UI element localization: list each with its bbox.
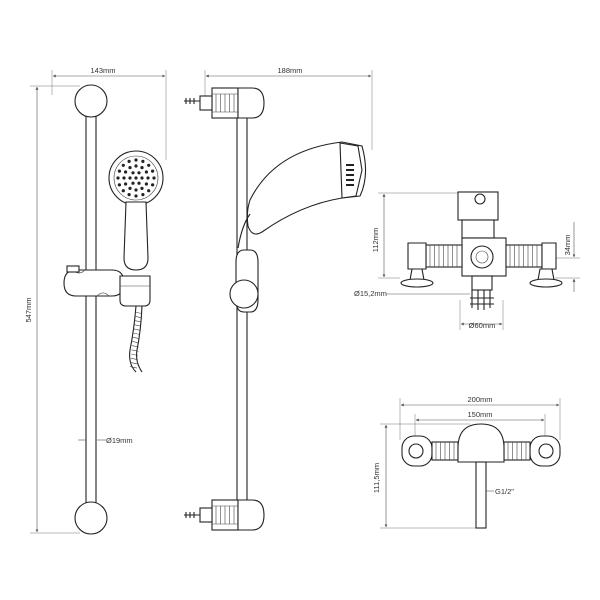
side-nozzle — [346, 179, 354, 181]
hose-tick — [129, 366, 138, 369]
dim-kit-width: 143mm — [90, 66, 115, 75]
handset-cradle — [119, 275, 151, 307]
dim-rail-diameter: Ø19mm — [106, 436, 133, 445]
hose-tick — [133, 324, 141, 327]
nozzle-dot — [147, 189, 151, 193]
nozzle-dot — [127, 193, 131, 197]
bottom-bracket-side — [184, 499, 265, 531]
hose-tick — [133, 332, 140, 335]
side-view: 188mm — [184, 66, 373, 531]
nozzle-dot — [128, 186, 132, 190]
hose-tick — [134, 315, 142, 318]
nozzle-dot — [117, 169, 121, 173]
shower-hose — [129, 305, 143, 373]
nozzle-dot — [131, 171, 135, 175]
nozzle-dot — [144, 182, 148, 186]
dim-valve-depth: 111,5mm — [372, 463, 381, 493]
dim-body-diameter: Ø60mm — [469, 321, 496, 330]
dim-kit-depth: 188mm — [277, 66, 302, 75]
hose-tick — [130, 362, 138, 365]
nozzle-dot — [147, 163, 151, 167]
hose-tick — [134, 320, 141, 323]
valve-front-view: 112mm 34mm Ø15,2mm — [354, 191, 580, 330]
top-bracket-side — [184, 87, 265, 119]
outlet-pipe — [475, 461, 487, 529]
nozzle-dot — [134, 188, 138, 192]
bottom-wall-bracket — [74, 501, 108, 535]
spray-nozzles — [116, 158, 156, 198]
nozzle-dot — [124, 182, 128, 186]
nozzle-dot — [146, 176, 150, 180]
dim-centres: 150mm — [467, 410, 492, 419]
nozzle-dot — [141, 193, 145, 197]
nozzle-dot — [151, 169, 155, 173]
handset-side — [246, 141, 367, 235]
hose-tick — [134, 311, 142, 314]
hose-tick — [132, 336, 140, 339]
nozzle-dot — [124, 170, 128, 174]
side-nozzle — [346, 169, 354, 171]
hose-tick — [130, 357, 138, 360]
nozzle-dot — [151, 183, 155, 187]
dim-rail-height: 547mm — [24, 297, 33, 322]
nozzle-dot — [128, 176, 132, 180]
nozzle-dot — [134, 158, 138, 162]
valve-body-top — [457, 423, 505, 463]
nozzle-dot — [137, 181, 141, 185]
side-nozzles — [346, 164, 354, 186]
nozzle-dot — [116, 176, 120, 180]
hose-tick — [133, 328, 141, 331]
nozzle-dot — [140, 176, 144, 180]
nozzle-dot — [152, 176, 156, 180]
nozzle-dot — [121, 189, 125, 193]
nozzle-dot — [121, 163, 125, 167]
valve-top-view: 200mm 150mm 111,5mm G1/2" — [372, 395, 561, 529]
nozzle-dot — [134, 176, 138, 180]
slider-holder — [63, 269, 125, 297]
front-view: 143mm 547mm Ø19mm — [24, 66, 167, 535]
dim-inlet-diameter: Ø15,2mm — [354, 289, 387, 298]
nozzle-dot — [141, 159, 145, 163]
nozzle-dot — [122, 176, 126, 180]
dim-thread: G1/2" — [495, 487, 514, 496]
top-wall-bracket — [74, 84, 108, 118]
nozzle-dot — [140, 166, 144, 170]
side-nozzle — [346, 164, 354, 166]
nozzle-dot — [134, 194, 138, 198]
side-nozzle — [346, 184, 354, 186]
nozzle-dot — [128, 166, 132, 170]
nozzle-dot — [140, 186, 144, 190]
dim-valve-height: 112mm — [371, 228, 380, 252]
nozzle-dot — [137, 171, 141, 175]
nozzle-dot — [131, 181, 135, 185]
nozzle-dot — [117, 183, 121, 187]
nozzle-dot — [144, 170, 148, 174]
hose-tick — [131, 353, 139, 356]
dim-outlet-height: 34mm — [563, 235, 572, 256]
hose-tick — [132, 341, 140, 344]
side-nozzle — [346, 174, 354, 176]
nozzle-dot — [127, 159, 131, 163]
nozzle-dot — [134, 164, 138, 168]
dim-overall-width: 200mm — [467, 395, 492, 404]
handset-handle — [123, 201, 149, 271]
hose-tick — [131, 345, 139, 348]
hose-tick — [131, 349, 139, 352]
slide-rail — [85, 109, 97, 511]
